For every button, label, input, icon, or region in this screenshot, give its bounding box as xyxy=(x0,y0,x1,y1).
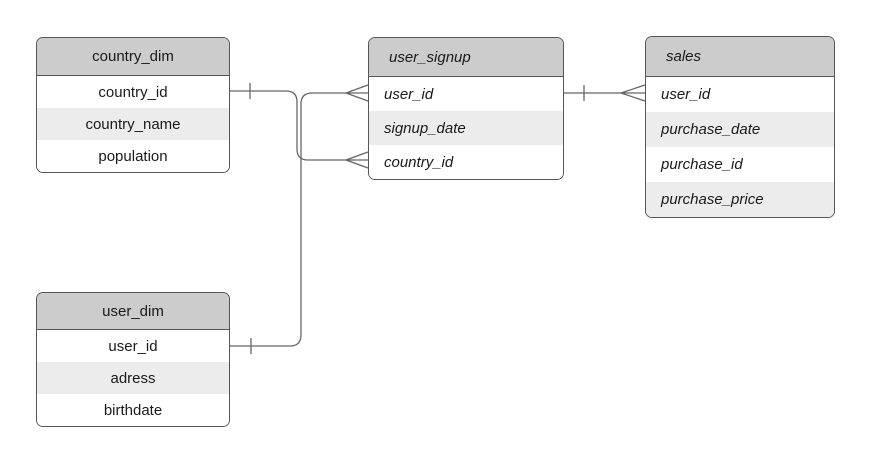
field-user_dim-birthdate: birthdate xyxy=(37,394,229,426)
field-user_signup-country_id: country_id xyxy=(369,145,563,179)
table-title: user_dim xyxy=(37,293,229,330)
relationship-user_signup-sales xyxy=(564,84,646,102)
relationship-country_dim-user_signup xyxy=(230,83,369,169)
field-country_dim-population: population xyxy=(37,140,229,172)
crow-foot-many-icon xyxy=(620,84,646,102)
relationship-user_dim-user_signup xyxy=(230,84,369,354)
table-title: user_signup xyxy=(369,38,563,77)
field-user_dim-user_id: user_id xyxy=(37,330,229,362)
field-sales-user_id: user_id xyxy=(646,77,834,112)
field-country_dim-country_name: country_name xyxy=(37,108,229,140)
field-sales-purchase_price: purchase_price xyxy=(646,182,834,217)
crow-foot-many-icon xyxy=(345,151,369,169)
field-sales-purchase_id: purchase_id xyxy=(646,147,834,182)
field-sales-purchase_date: purchase_date xyxy=(646,112,834,147)
crow-foot-many-icon xyxy=(345,84,369,102)
field-country_dim-country_id: country_id xyxy=(37,76,229,108)
edge-line xyxy=(230,92,346,347)
field-user_signup-user_id: user_id xyxy=(369,77,563,111)
field-user_dim-adress: adress xyxy=(37,362,229,394)
table-title: country_dim xyxy=(37,38,229,76)
field-user_signup-signup_date: signup_date xyxy=(369,111,563,145)
edge-line xyxy=(230,90,346,161)
table-title: sales xyxy=(646,37,834,77)
